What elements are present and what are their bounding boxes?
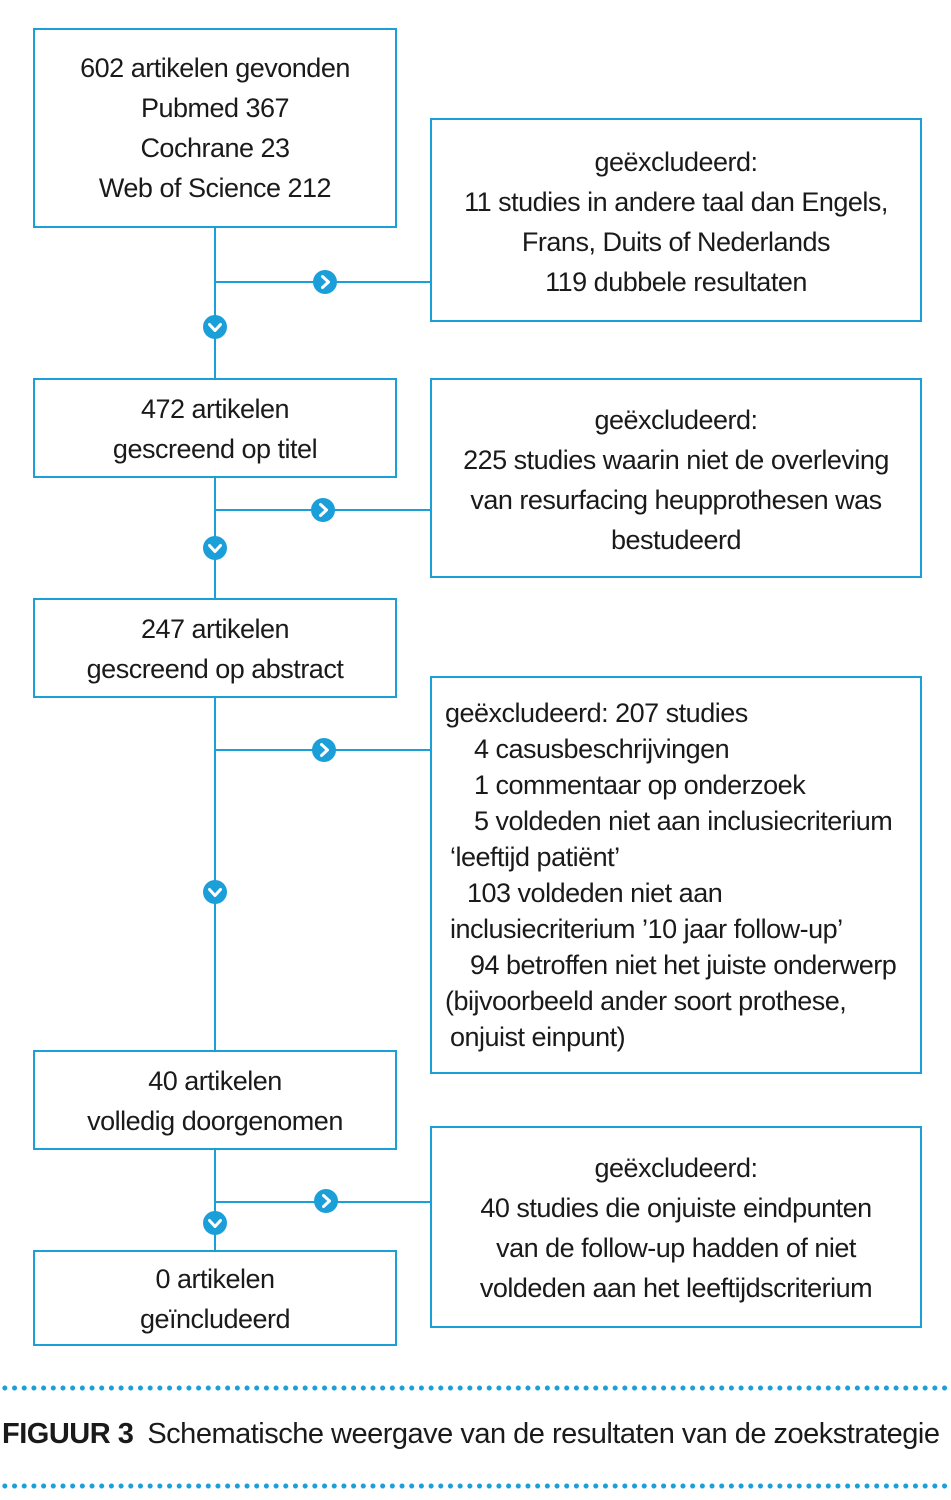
box-line: geëxcludeerd:	[594, 405, 758, 435]
box-articles-found: 602 artikelen gevonden Pubmed 367 Cochra…	[33, 28, 397, 228]
figure-label: FIGUUR 3	[2, 1418, 134, 1450]
dotted-divider-bottom	[0, 1483, 951, 1489]
figure-caption-text: Schematische weergave van de resultaten …	[147, 1418, 940, 1450]
box-line: 40 studies die onjuiste eindpunten	[480, 1193, 872, 1223]
box-screened-title: 472 artikelen gescreend op titel	[33, 378, 397, 478]
box-excluded-wrong-endpoints: geëxcludeerd: 40 studies die onjuiste ei…	[430, 1126, 922, 1328]
box-line: Web of Science 212	[98, 173, 332, 203]
box-line: geëxcludeerd:	[594, 147, 758, 177]
box-excluded-not-survival: geëxcludeerd: 225 studies waarin niet de…	[430, 378, 922, 578]
box-line: inclusiecriterium ’10 jaar follow-up’	[450, 914, 843, 944]
box-line: 225 studies waarin niet de overleving	[463, 445, 889, 475]
box-line: voldeden aan het leeftijdscriterium	[479, 1273, 873, 1303]
box-line: 5 voldeden niet aan inclusiecriterium	[474, 806, 893, 836]
box-line: ‘leeftijd patiënt’	[450, 842, 620, 872]
box-line: Frans, Duits of Nederlands	[521, 227, 831, 257]
box-line: gescreend op titel	[112, 434, 318, 464]
box-line: van resurfacing heupprothesen was	[470, 485, 882, 515]
box-line: 1 commentaar op onderzoek	[474, 770, 806, 800]
connector-fulltext-to-included	[214, 1148, 216, 1250]
chevron-down-icon	[203, 1211, 227, 1235]
chevron-down-icon	[203, 880, 227, 904]
box-line: 11 studies in andere taal dan Engels,	[464, 187, 888, 217]
box-line: geïncludeerd	[139, 1304, 291, 1334]
box-line: 0 artikelen	[155, 1264, 275, 1294]
box-fulltext-reviewed: 40 artikelen volledig doorgenomen	[33, 1050, 397, 1150]
box-line: volledig doorgenomen	[87, 1106, 343, 1136]
box-line: 103 voldeden niet aan	[467, 878, 723, 908]
box-included: 0 artikelen geïncludeerd	[33, 1250, 397, 1346]
box-line: van de follow-up hadden of niet	[496, 1233, 856, 1263]
chevron-right-icon	[311, 498, 335, 522]
box-line: Cochrane 23	[140, 133, 290, 163]
box-line: geëxcludeerd:	[594, 1153, 758, 1183]
box-line: 4 casusbeschrijvingen	[474, 734, 730, 764]
box-line: Pubmed 367	[140, 93, 290, 123]
chevron-down-icon	[203, 315, 227, 339]
box-line: bestudeerd	[610, 525, 742, 555]
chevron-down-icon	[203, 536, 227, 560]
box-line: gescreend op abstract	[86, 654, 344, 684]
box-line: 472 artikelen	[140, 394, 290, 424]
box-line: (bijvoorbeeld ander soort prothese,	[445, 986, 847, 1016]
box-screened-abstract: 247 artikelen gescreend op abstract	[33, 598, 397, 698]
box-excluded-207-studies: geëxcludeerd: 207 studies 4 casusbeschri…	[430, 676, 922, 1074]
chevron-right-icon	[313, 270, 337, 294]
figure-caption: FIGUUR 3 Schematische weergave van de res…	[2, 1418, 949, 1451]
connector-found-to-title	[214, 228, 216, 378]
box-excluded-language-duplicates: geëxcludeerd: 11 studies in andere taal …	[430, 118, 922, 322]
dotted-divider-top	[0, 1385, 951, 1391]
box-line: 119 dubbele resultaten	[545, 267, 807, 297]
box-line: 602 artikelen gevonden	[80, 53, 350, 83]
box-line: geëxcludeerd: 207 studies	[445, 698, 748, 728]
chevron-right-icon	[312, 738, 336, 762]
box-line: 40 artikelen	[148, 1066, 282, 1096]
box-line: 247 artikelen	[140, 614, 290, 644]
box-line: 94 betroffen niet het juiste onderwerp	[470, 950, 897, 980]
chevron-right-icon	[314, 1189, 338, 1213]
connector-abstract-to-fulltext	[214, 697, 216, 1050]
box-line: onjuist einpunt)	[450, 1022, 626, 1052]
